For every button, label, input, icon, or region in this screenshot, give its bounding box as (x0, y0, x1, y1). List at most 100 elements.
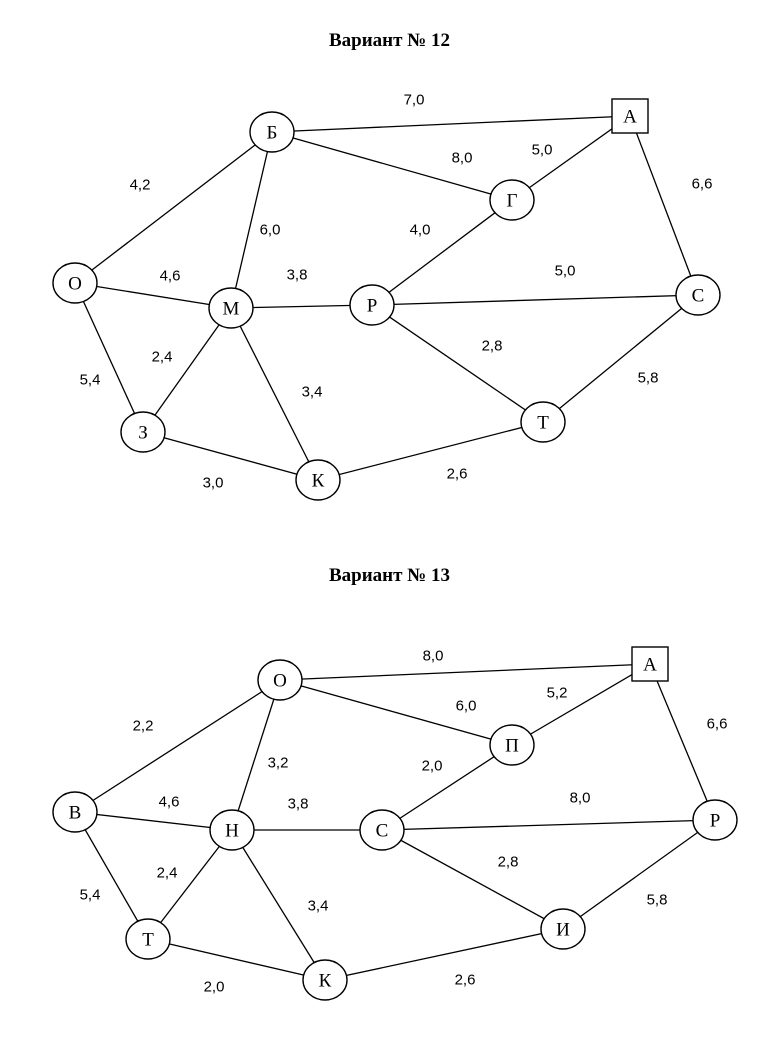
edge-С-Р (381, 819, 716, 831)
edge-З-М (142, 307, 232, 433)
edge-З-К (142, 431, 319, 481)
node-К: К (302, 959, 348, 1001)
node-З: З (120, 411, 166, 453)
node-О: О (52, 262, 98, 304)
node-circle-shape (295, 459, 341, 501)
node-Б: Б (249, 111, 295, 153)
edge-weight-label: 6,0 (456, 698, 477, 715)
edge-weight-label: 3,4 (308, 898, 329, 915)
node-Р: Р (692, 799, 738, 841)
edge-weight-label: 3,2 (268, 755, 289, 772)
node-Г: Г (489, 179, 535, 221)
edges-layer (74, 115, 716, 981)
node-Н: Н (209, 809, 255, 851)
node-label: К (319, 971, 332, 992)
node-label: Р (710, 811, 721, 832)
node-label: И (556, 920, 570, 941)
edge-weight-label: 5,4 (80, 372, 101, 389)
edge-В-Т (74, 811, 149, 940)
edge-weight-label: 2,6 (455, 972, 476, 989)
node-К: К (295, 459, 341, 501)
node-label: А (643, 655, 657, 676)
edge-weight-label: 5,4 (80, 887, 101, 904)
edge-weight-label: 5,8 (638, 370, 659, 387)
edge-Р-С (371, 294, 699, 306)
edge-weight-label: 4,6 (160, 268, 181, 285)
node-label: О (68, 274, 82, 295)
node-square-shape (631, 646, 669, 682)
node-О: О (257, 659, 303, 701)
edge-weight-label: 2,2 (133, 718, 154, 735)
edge-Т-Н (147, 829, 233, 940)
node-label: Г (507, 191, 518, 212)
edge-С-П (381, 744, 513, 831)
node-circle-shape (359, 809, 405, 851)
node-label: К (312, 471, 325, 492)
edge-О-З (74, 282, 144, 433)
node-circle-shape (125, 918, 171, 960)
edge-weight-label: 6,6 (692, 176, 713, 193)
edge-М-Р (230, 304, 373, 309)
edge-К-И (324, 928, 564, 981)
graph-1-title: Вариант № 12 (328, 30, 451, 51)
edge-М-Б (230, 131, 273, 309)
edge-Н-К (231, 829, 326, 981)
edge-weight-label: 3,4 (302, 384, 323, 401)
node-label: А (623, 107, 637, 128)
edge-weight-label: 8,0 (452, 150, 473, 167)
node-label: О (273, 671, 287, 692)
edge-weight-label: 2,6 (447, 466, 468, 483)
node-circle-shape (520, 401, 566, 443)
edge-Б-Г (271, 131, 513, 201)
node-circle-shape (489, 724, 535, 766)
edge-О-М (74, 282, 232, 309)
node-Р: Р (349, 284, 395, 326)
node-circle-shape (209, 809, 255, 851)
edge-weight-label: 5,2 (547, 685, 568, 702)
edge-weight-label: 3,8 (288, 796, 309, 813)
edge-weight-label: 2,8 (498, 854, 519, 871)
edge-weight-label: 6,6 (707, 716, 728, 733)
node-label: С (376, 821, 389, 842)
node-circle-shape (120, 411, 166, 453)
node-circle-shape (349, 284, 395, 326)
node-label: М (223, 299, 240, 320)
node-label: Т (142, 930, 154, 951)
edge-weight-label: 3,0 (203, 475, 224, 492)
node-label: Т (537, 413, 549, 434)
node-circle-shape (675, 274, 721, 316)
edge-А-С (629, 115, 699, 296)
edge-В-О (74, 679, 281, 813)
node-П: П (489, 724, 535, 766)
edge-А-Р (649, 663, 716, 821)
edge-weight-label: 5,0 (532, 142, 553, 159)
edge-weight-label: 4,0 (410, 222, 431, 239)
node-А: А (631, 646, 669, 682)
edge-Р-Г (371, 199, 513, 306)
node-Т: Т (125, 918, 171, 960)
node-circle-shape (249, 111, 295, 153)
edge-Н-О (231, 679, 281, 831)
graph-2-title: Вариант № 13 (328, 565, 451, 586)
node-label: Б (267, 123, 278, 144)
node-circle-shape (302, 959, 348, 1001)
edge-И-Р (562, 819, 716, 930)
edge-weight-label: 2,8 (482, 338, 503, 355)
node-circle-shape (52, 791, 98, 833)
edge-weight-label: 7,0 (404, 92, 425, 109)
edge-weight-label: 5,0 (555, 263, 576, 280)
edge-Б-А (271, 115, 631, 133)
node-label: З (138, 423, 148, 444)
node-label: В (69, 803, 82, 824)
node-С: С (675, 274, 721, 316)
edge-О-А (279, 663, 651, 681)
edge-weight-label: 2,0 (422, 758, 443, 775)
edge-weight-label: 2,4 (157, 865, 178, 882)
edge-К-Т (317, 421, 544, 481)
edge-Т-С (542, 294, 699, 423)
edge-weight-label: 2,4 (152, 349, 173, 366)
node-label: Н (225, 821, 239, 842)
edge-Р-Т (371, 304, 544, 423)
